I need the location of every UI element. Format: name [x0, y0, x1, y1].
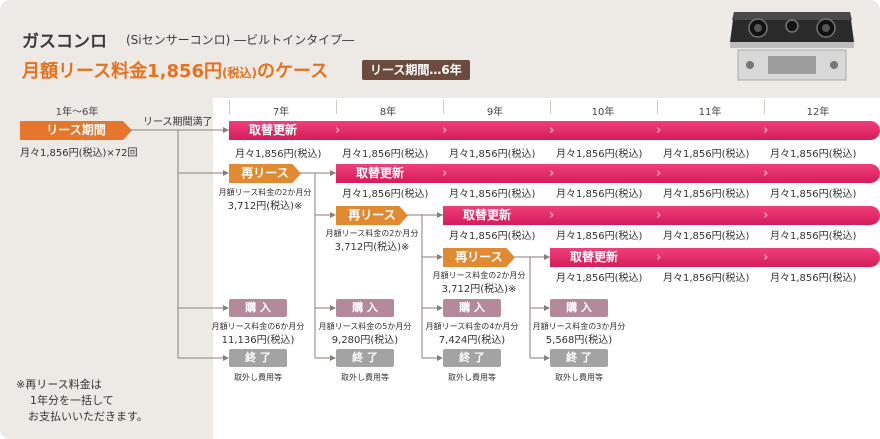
renewal-label: 取替更新 — [463, 208, 512, 222]
purchase-box-3: 購 入 — [443, 299, 501, 317]
year-divider — [764, 100, 765, 114]
release-price-3-line1: 月額リース料金の2か月分 — [432, 271, 526, 280]
chevron-right-icon: › — [763, 166, 769, 181]
monthly-price: 月々1,856円(税込) — [449, 189, 536, 200]
lease-period-bar: リース期間 — [20, 121, 132, 140]
chevron-right-icon: › — [656, 250, 662, 265]
release-bar-1: 再リース — [229, 164, 301, 183]
footnote-line1: ※再リース料金は — [16, 378, 102, 391]
purchase-price-3-line2: 7,424円(税込) — [438, 335, 506, 346]
monthly-price: 月々1,856円(税込) — [449, 231, 536, 242]
lease-term-badge: リース期間…6年 — [362, 60, 470, 80]
year-divider — [657, 100, 658, 114]
year-divider — [229, 100, 230, 114]
year-divider — [443, 100, 444, 114]
monthly-price: 月々1,856円(税込) — [342, 149, 429, 160]
monthly-price: 月々1,856円(税込) — [663, 189, 750, 200]
purchase-price-1-line1: 月額リース料金の6か月分 — [211, 322, 305, 331]
renewal-label: 取替更新 — [570, 250, 619, 264]
end-box-4: 終 了 — [550, 349, 608, 367]
subtitle-tax: (税込) — [222, 66, 258, 80]
monthly-price: 月々1,856円(税込) — [556, 189, 643, 200]
gas-stove-image — [730, 12, 854, 81]
page-title: ガスコンロ — [22, 32, 107, 52]
chevron-right-icon: › — [763, 123, 769, 138]
purchase-price-2-line2: 9,280円(税込) — [331, 335, 399, 346]
purchase-price-1-line2: 11,136円(税込) — [221, 335, 295, 346]
year-divider — [336, 100, 337, 114]
renewal-bar-row2: 取替更新 › › › › — [336, 164, 880, 183]
page-title-sub: (Siセンサーコンロ) ―ビルトインタイプ― — [126, 33, 355, 47]
chevron-right-icon: › — [335, 123, 341, 138]
monthly-price: 月々1,856円(税込) — [342, 189, 429, 200]
removal-cost-label: 取外し費用等 — [555, 373, 603, 382]
renewal-bar-row4: 取替更新 › › — [550, 248, 880, 267]
monthly-price: 月々1,856円(税込) — [663, 273, 750, 284]
end-box-2: 終 了 — [336, 349, 394, 367]
case-subtitle: 月額リース料金1,856円(税込)のケース — [22, 57, 328, 83]
renewal-label: 取替更新 — [356, 166, 405, 180]
removal-cost-label: 取外し費用等 — [448, 373, 496, 382]
monthly-price: 月々1,856円(税込) — [556, 231, 643, 242]
year-header-7: 7年 — [272, 107, 290, 118]
chevron-right-icon: › — [549, 123, 555, 138]
monthly-price: 月々1,856円(税込) — [770, 231, 857, 242]
footnote-line3: お支払いいただきます。 — [28, 410, 148, 423]
monthly-price: 月々1,856円(税込) — [235, 149, 322, 160]
release-bar-3: 再リース — [443, 248, 515, 267]
purchase-box-1: 購 入 — [229, 299, 287, 317]
release-price-3-line2: 3,712円(税込)※ — [441, 284, 517, 295]
purchase-price-4-line2: 5,568円(税込) — [545, 335, 613, 346]
removal-cost-label: 取外し費用等 — [234, 373, 282, 382]
purchase-price-2-line1: 月額リース料金の5か月分 — [318, 322, 412, 331]
chevron-right-icon: › — [549, 208, 555, 223]
chevron-right-icon: › — [442, 166, 448, 181]
chevron-right-icon: › — [442, 123, 448, 138]
purchase-price-3-line1: 月額リース料金の4か月分 — [425, 322, 519, 331]
release-price-1-line1: 月額リース料金の2か月分 — [218, 188, 312, 197]
renewal-label: 取替更新 — [249, 123, 298, 137]
chevron-right-icon: › — [763, 250, 769, 265]
subtitle-suffix: のケース — [257, 61, 329, 82]
end-box-3: 終 了 — [443, 349, 501, 367]
lease-end-label: リース期間満了 — [143, 117, 213, 128]
monthly-price: 月々1,856円(税込) — [663, 231, 750, 242]
release-price-1-line2: 3,712円(税込)※ — [227, 201, 303, 212]
chevron-right-icon: › — [656, 208, 662, 223]
chevron-right-icon: › — [763, 208, 769, 223]
timeline-panel — [213, 98, 880, 439]
year-divider — [550, 100, 551, 114]
purchase-price-4-line1: 月額リース料金の3か月分 — [532, 322, 626, 331]
year-header-11: 11年 — [698, 107, 722, 118]
purchase-box-4: 購 入 — [550, 299, 608, 317]
year-header-12: 12年 — [806, 107, 830, 118]
year-header-8: 8年 — [379, 107, 397, 118]
removal-cost-label: 取外し費用等 — [341, 373, 389, 382]
release-bar-2: 再リース — [336, 206, 408, 225]
subtitle-prefix: 月額リース料金1,856円 — [22, 61, 223, 82]
monthly-price: 月々1,856円(税込) — [770, 149, 857, 160]
year-header-first: 1年〜6年 — [55, 107, 99, 118]
year-header-9: 9年 — [486, 107, 504, 118]
chevron-right-icon: › — [656, 123, 662, 138]
monthly-price: 月々1,856円(税込) — [556, 149, 643, 160]
monthly-price: 月々1,856円(税込) — [770, 189, 857, 200]
release-price-2-line2: 3,712円(税込)※ — [334, 242, 410, 253]
release-price-2-line1: 月額リース料金の2か月分 — [325, 229, 419, 238]
purchase-box-2: 購 入 — [336, 299, 394, 317]
lease-monthly-price: 月々1,856円(税込)×72回 — [20, 148, 138, 159]
chevron-right-icon: › — [656, 166, 662, 181]
footnote-line2: 1年分を一括して — [30, 394, 114, 407]
renewal-bar-row3: 取替更新 › › › — [443, 206, 880, 225]
end-box-1: 終 了 — [229, 349, 287, 367]
monthly-price: 月々1,856円(税込) — [449, 149, 536, 160]
chevron-right-icon: › — [549, 166, 555, 181]
renewal-bar-row1: 取替更新 › › › › › — [229, 121, 880, 140]
monthly-price: 月々1,856円(税込) — [663, 149, 750, 160]
year-header-10: 10年 — [591, 107, 615, 118]
monthly-price: 月々1,856円(税込) — [770, 273, 857, 284]
monthly-price: 月々1,856円(税込) — [556, 273, 643, 284]
